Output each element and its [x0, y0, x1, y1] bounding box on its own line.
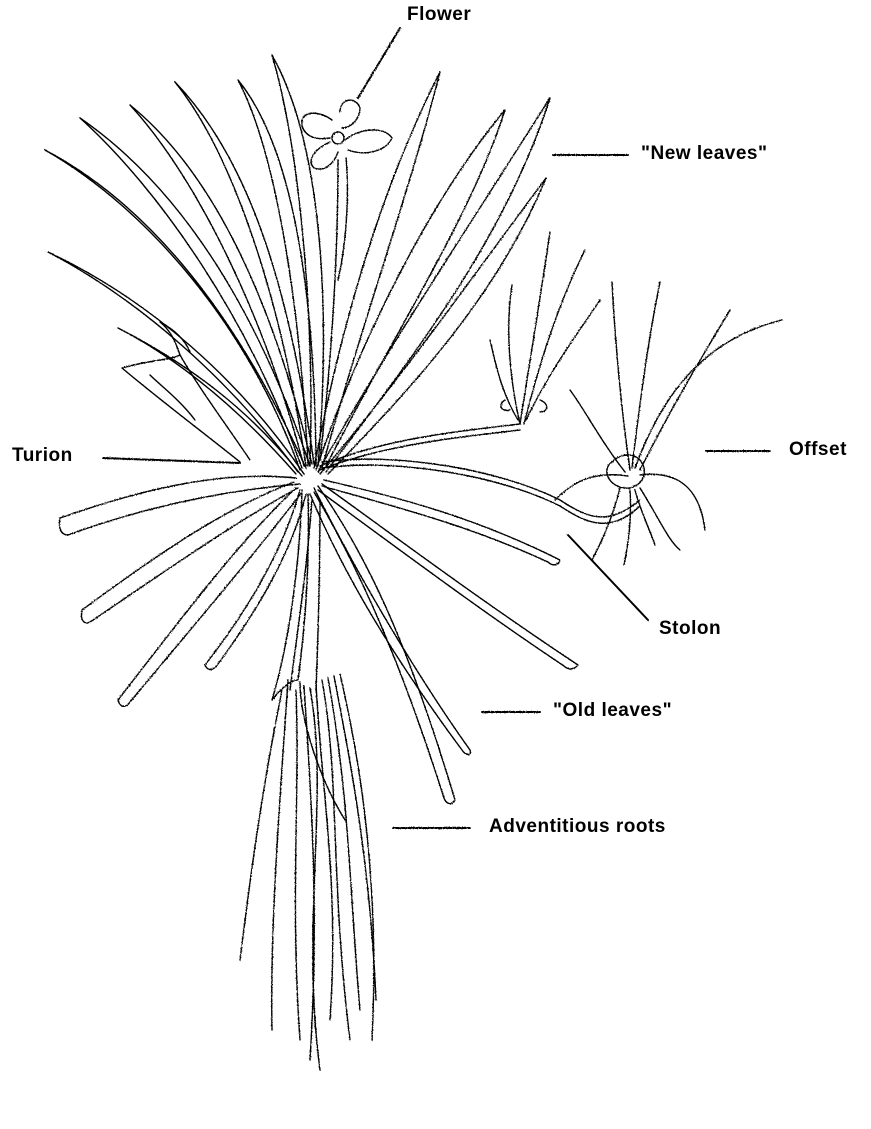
turion-leader: [103, 458, 240, 463]
new-leaves-label: "New leaves": [641, 143, 767, 165]
turion-label: Turion: [12, 445, 73, 467]
roots-drawing: [240, 500, 376, 1070]
stolon-leader: [568, 535, 648, 620]
new-leaves-group: [45, 55, 550, 476]
adventitious-roots-label: Adventitious roots: [489, 816, 666, 838]
old-leaves-group: [59, 476, 578, 803]
flower-leader: [358, 28, 400, 98]
old-leaves-label: "Old leaves": [553, 700, 672, 722]
flower-label: Flower: [407, 4, 471, 26]
stolon-label: Stolon: [659, 618, 721, 640]
offset-label: Offset: [789, 439, 847, 461]
stolon-drawing: [320, 232, 782, 565]
